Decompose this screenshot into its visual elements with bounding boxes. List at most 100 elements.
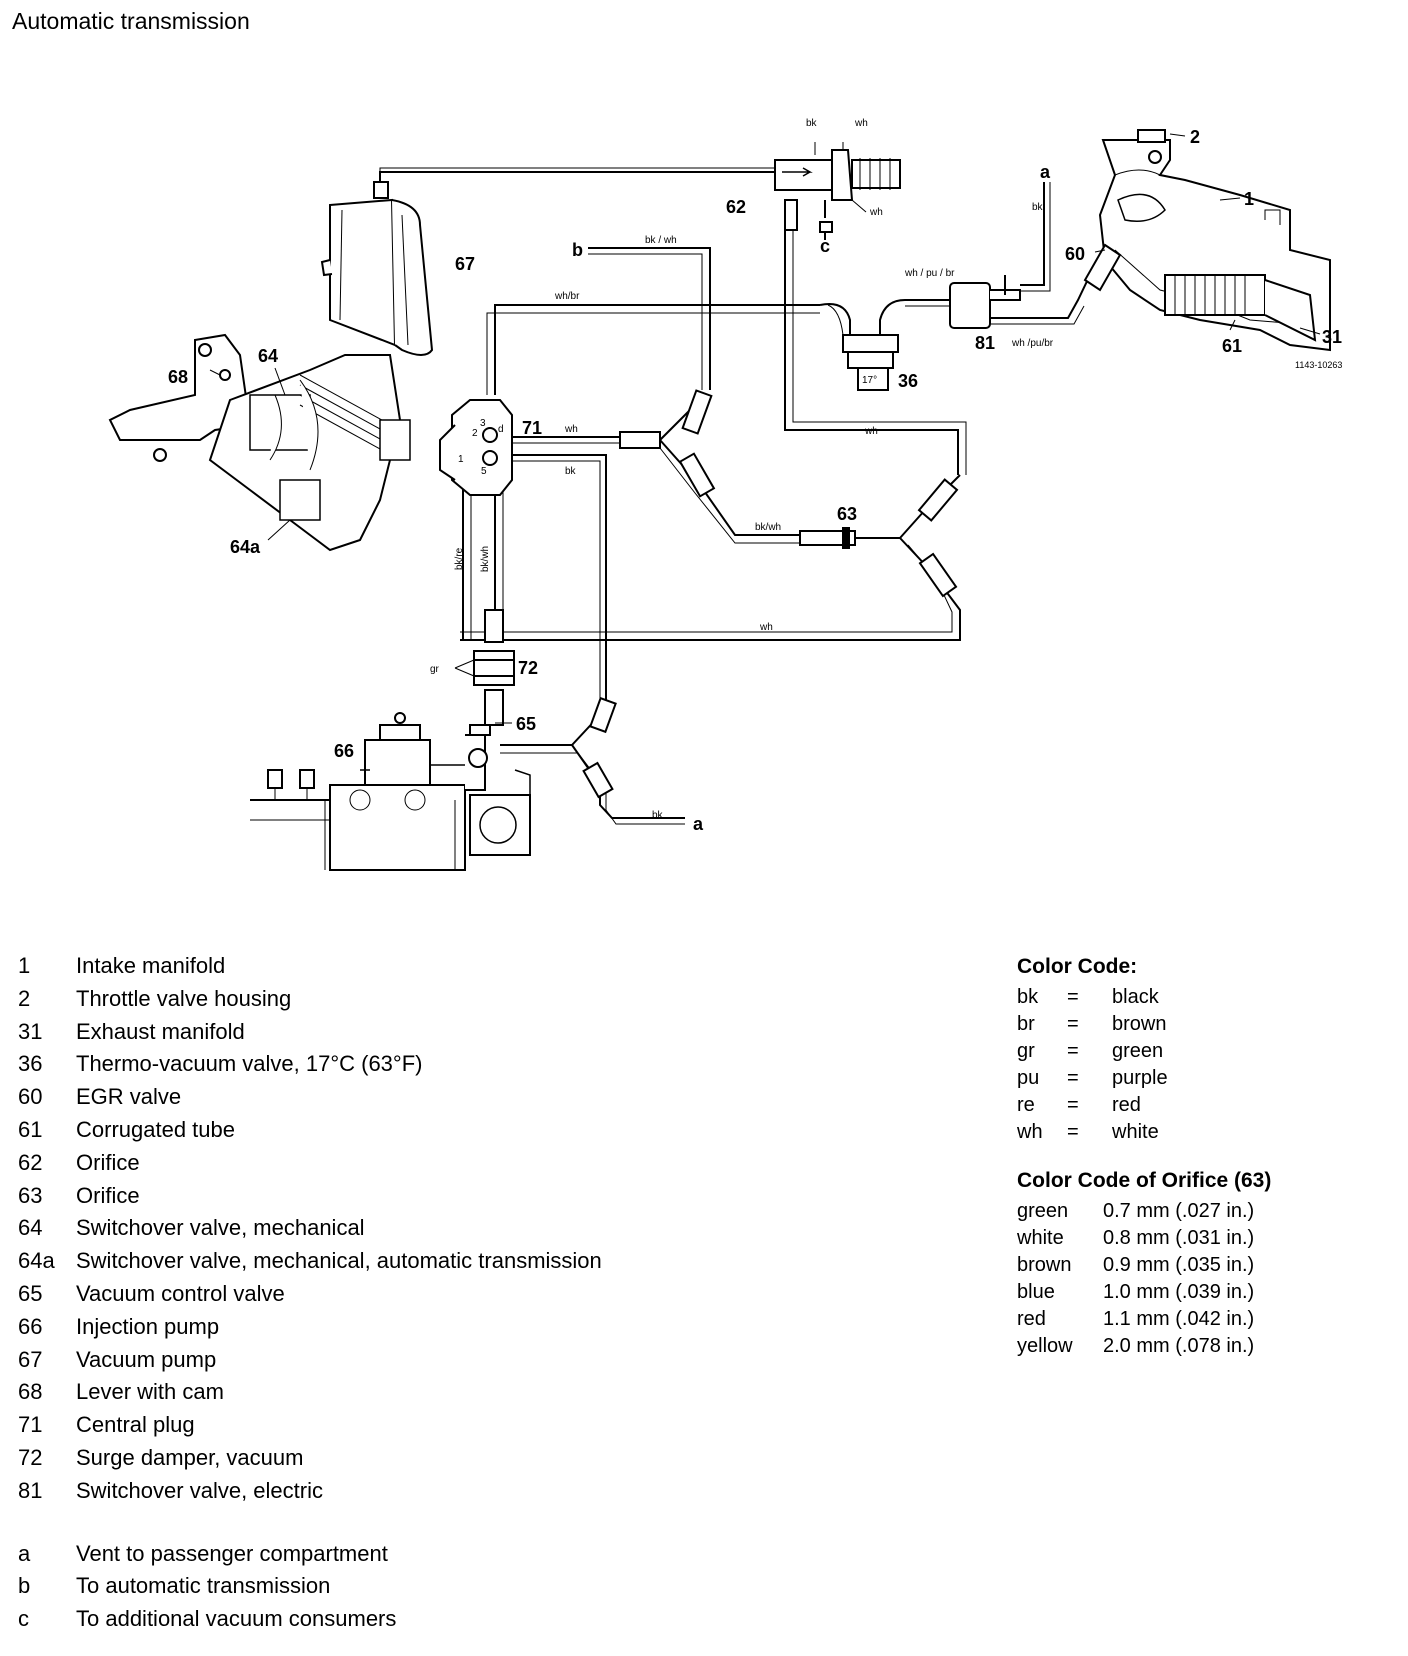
callout-1: 1 [1244,189,1254,209]
orifice-valve-62 [774,142,901,240]
part-callouts: 1 2 31 36 60 61 62 63 64 64a 65 66 67 68… [168,127,1342,834]
callout-64: 64 [258,346,278,366]
callout-31: 31 [1322,327,1342,347]
surge-damper-72 [454,650,515,686]
line-67-62 [379,171,775,185]
callout-a-bottom: a [693,814,704,834]
thermo-vacuum-valve-36 [827,304,899,391]
injection-pump-66 [250,712,531,871]
leader-lines [209,133,1321,724]
label-bk-wh-top: bk / wh [645,235,677,246]
hose-sleeves [484,199,959,799]
vacuum-diagram: 1 2 31 36 60 61 62 63 64 64a 65 66 67 68… [108,118,1342,871]
label-bk-wh-vert: bk/wh [480,546,491,572]
line-bk-wh-top [588,247,711,390]
page-title: Automatic transmission [12,8,250,34]
callout-64a: 64a [230,537,261,557]
callout-36: 36 [898,371,918,391]
line-bk-71 [498,454,607,700]
callout-62: 62 [726,197,746,217]
callout-71: 71 [522,418,542,438]
callout-72: 72 [518,658,538,678]
label-wh-pu-br-top: wh / pu / br [904,268,955,279]
label-plug-3: 3 [480,418,486,429]
label-top-bk: bk [806,118,818,129]
label-wh-right: wh [864,426,878,437]
callout-81: 81 [975,333,995,353]
reference-code: 1143-10263 [1295,360,1342,370]
label-bk-re: bk/re [454,547,465,570]
label-bk-bottom: bk [652,810,664,821]
central-plug-71 [439,399,513,496]
callout-c: c [820,236,830,256]
callout-63: 63 [837,504,857,524]
callout-a-top: a [1040,162,1051,182]
label-top-wh: wh [854,118,868,129]
color-code-row: pu=purple [1017,1067,1168,1089]
callout-66: 66 [334,741,354,761]
label-plug-5: 5 [481,466,487,477]
line-vent-a-top [1020,182,1045,286]
orifice-63 [842,527,850,549]
line-wh-br [494,304,820,395]
callout-68: 68 [168,367,188,387]
manifold-assembly [1083,129,1331,352]
color-code-row: wh=white [1017,1121,1159,1143]
label-valve62-wh: wh [869,207,883,218]
color-code-title: Color Code: [1017,955,1138,978]
callout-67: 67 [455,254,475,274]
color-code-row: bk=black [1017,986,1159,1008]
vacuum-pump-67 [320,181,434,356]
callout-2: 2 [1190,127,1200,147]
label-wh-bottom: wh [759,622,773,633]
lever-switchover-assembly [108,333,411,552]
switchover-valve-81 [949,275,1021,329]
callout-61: 61 [1222,336,1242,356]
orifice-code-title: Color Code of Orifice (63) [1017,1169,1272,1192]
callout-65: 65 [516,714,536,734]
label-bk-71: bk [565,466,577,477]
line-62-down [784,200,959,475]
color-code-panel: Color Code: bk=black br=brown gr=green p… [1017,950,1271,1360]
color-code-row: br=brown [1017,1013,1167,1035]
callout-60: 60 [1065,244,1085,264]
label-wh-br: wh/br [554,291,580,302]
label-plug-1: 1 [458,454,464,465]
label-temp: 17° [862,375,877,386]
label-bk-wh-63: bk/wh [755,522,781,533]
label-plug-2: 2 [472,428,478,439]
label-wh-pu-br-bottom: wh /pu/br [1011,338,1054,349]
label-gr: gr [430,664,440,675]
color-code-row: gr=green [1017,1040,1164,1062]
label-wh-71: wh [564,424,578,435]
callout-b: b [572,240,583,260]
label-bk-right: bk [1032,202,1044,213]
wire-labels: bk wh wh bk / wh wh/br wh / pu / br wh /… [430,118,1342,821]
